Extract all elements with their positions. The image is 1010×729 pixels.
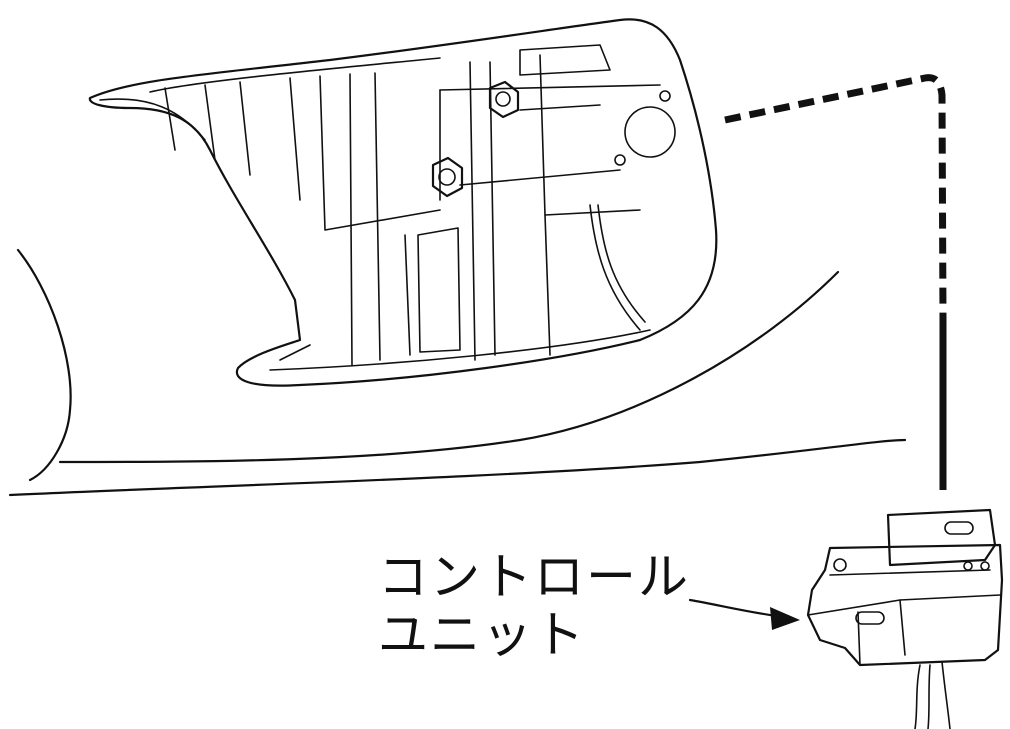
nut-upper (488, 80, 520, 119)
routing-line (724, 74, 947, 490)
callout-label-line2: ユニット (378, 606, 586, 664)
callout-label: コントロール ユニット (378, 548, 690, 664)
nut-lower (431, 156, 464, 198)
door-body-lines (8, 248, 907, 497)
callout-arrow (688, 598, 800, 630)
control-unit (806, 508, 1004, 729)
door-trim-panel (88, 18, 718, 387)
callout-label-line1: コントロール (378, 548, 690, 606)
